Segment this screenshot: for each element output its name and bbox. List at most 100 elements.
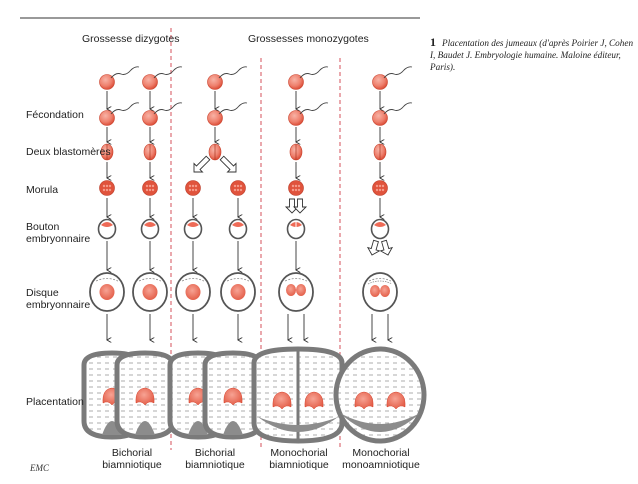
result-col4: Monochorial monoamniotique bbox=[342, 447, 420, 471]
mz1-b-morula-dot bbox=[236, 188, 240, 192]
mz3-oocyte bbox=[372, 74, 388, 90]
mz3-sperm-2 bbox=[383, 102, 413, 115]
mz2-oocyte bbox=[288, 74, 304, 90]
dz1-morula-dot bbox=[105, 188, 109, 192]
dz-placenta-b-fetus bbox=[135, 387, 155, 406]
dz2-morula-dot bbox=[148, 188, 152, 192]
mz1-a-morula-dot bbox=[194, 188, 198, 192]
mz3-morula-dot bbox=[378, 184, 382, 188]
result-col1: Bichorial biamniotique bbox=[102, 447, 162, 471]
mz3-placenta-placenta bbox=[340, 413, 420, 432]
mz3-morula-dot bbox=[375, 188, 379, 192]
label-disque-embryonnaire: Disque embryonnaire bbox=[26, 287, 91, 311]
mz1-b-disque-roof bbox=[226, 278, 250, 282]
mz2-morula-dot bbox=[291, 184, 295, 188]
dz1-bouton-mass bbox=[101, 222, 113, 227]
mz3-disque-embryo-b bbox=[380, 285, 390, 297]
mz2-disque-embryo-a bbox=[286, 284, 296, 296]
mz1-a-morula-dot bbox=[191, 188, 195, 192]
mz3-disque-amnion bbox=[367, 280, 393, 285]
result-col3: Monochorial biamniotique bbox=[269, 447, 329, 471]
mz2-disque-roof bbox=[284, 278, 308, 282]
mz1-split-arrow-right bbox=[219, 155, 237, 173]
mz1-a-morula bbox=[185, 180, 201, 196]
mz3-morula-dot bbox=[378, 188, 382, 192]
label-placentation: Placentation bbox=[26, 396, 84, 408]
mz1-sperm bbox=[218, 66, 248, 79]
mz1-b-morula-dot bbox=[239, 188, 243, 192]
mz1-placenta-b-fetus bbox=[223, 387, 243, 406]
mz1-b-morula-dot bbox=[233, 184, 237, 188]
dz2-morula bbox=[142, 180, 158, 196]
mz3-zygote bbox=[372, 110, 388, 126]
dz2-bouton-mass bbox=[144, 222, 156, 227]
mz2-zygote bbox=[288, 110, 304, 126]
mz1-b-morula-dot bbox=[236, 184, 240, 188]
mz2-placenta-fetus-a bbox=[272, 391, 292, 410]
result-col2: Bichorial biamniotique bbox=[185, 447, 245, 471]
label-fecondation: Fécondation bbox=[26, 109, 84, 121]
dz2-disque-roof bbox=[138, 278, 162, 282]
mz3-morula-dot bbox=[381, 188, 385, 192]
mz1-a-morula-dot bbox=[188, 184, 192, 188]
mz3-morula-dot bbox=[381, 184, 385, 188]
mz1-a-morula-dot bbox=[188, 188, 192, 192]
mz1-b-morula bbox=[230, 180, 246, 196]
mz1-a-disque-embryo bbox=[185, 284, 201, 300]
mz1-b-morula-dot bbox=[233, 188, 237, 192]
label-deux-blastomeres: Deux blastomères bbox=[26, 146, 111, 158]
label-morula: Morula bbox=[26, 184, 59, 196]
dz1-morula-dot bbox=[108, 184, 112, 188]
dz2-sperm-2 bbox=[153, 102, 183, 115]
dz1-morula-dot bbox=[102, 188, 106, 192]
dz1-oocyte bbox=[99, 74, 115, 90]
mz2-morula-dot bbox=[294, 184, 298, 188]
mz1-zygote bbox=[207, 110, 223, 126]
dz1-disque-embryo bbox=[99, 284, 115, 300]
mz1-b-bouton-mass bbox=[232, 222, 244, 227]
mz2-morula-dot bbox=[297, 188, 301, 192]
mz1-a-disque-roof bbox=[181, 278, 205, 282]
mz1-a-morula-dot bbox=[191, 184, 195, 188]
dz1-morula-dot bbox=[105, 184, 109, 188]
dz2-morula-dot bbox=[151, 188, 155, 192]
mz1-a-bouton-mass bbox=[187, 222, 199, 227]
mz1-sperm-2 bbox=[218, 102, 248, 115]
mz3-split-arrow-left bbox=[366, 239, 381, 256]
dz2-morula-dot bbox=[145, 188, 149, 192]
dz1-sperm-2 bbox=[110, 102, 140, 115]
dz2-morula-dot bbox=[151, 184, 155, 188]
mz2-morula-dot bbox=[294, 188, 298, 192]
dz1-morula-dot bbox=[102, 184, 106, 188]
dz-placenta-b-cord-base bbox=[135, 421, 155, 435]
header-dizygotic: Grossesse dizygotes bbox=[82, 33, 180, 45]
mz3-morula-dot bbox=[375, 184, 379, 188]
dz1-morula-dot bbox=[108, 188, 112, 192]
mz1-a-morula-dot bbox=[194, 184, 198, 188]
mz1-oocyte bbox=[207, 74, 223, 90]
mz3-disque-roof bbox=[368, 278, 392, 282]
mz3-placenta-fetus-b bbox=[386, 391, 406, 410]
dz2-disque-embryo bbox=[142, 284, 158, 300]
dz1-sperm bbox=[110, 66, 140, 79]
label-bouton-embryonnaire: Bouton embryonnaire bbox=[26, 221, 91, 245]
mz3-sperm bbox=[383, 66, 413, 79]
dz1-disque-roof bbox=[95, 278, 119, 282]
dz2-morula-dot bbox=[148, 184, 152, 188]
caption-text: Placentation des jumeaux (d'après Poirie… bbox=[430, 38, 634, 72]
mz3-split-arrow-right bbox=[379, 239, 394, 256]
mz1-b-morula-dot bbox=[239, 184, 243, 188]
dz2-zygote bbox=[142, 110, 158, 126]
mz3-disque-embryo-a bbox=[370, 285, 380, 297]
mz2-placenta-placenta bbox=[258, 417, 338, 432]
mz2-morula-dot bbox=[291, 188, 295, 192]
mz1-placenta-b-cord-base bbox=[223, 421, 243, 435]
dz1-zygote bbox=[99, 110, 115, 126]
header-monozygotic: Grossesses monozygotes bbox=[248, 33, 369, 45]
mz3-bouton-mass bbox=[374, 222, 386, 227]
dz1-morula bbox=[99, 180, 115, 196]
caption-number: 1 bbox=[430, 35, 436, 49]
